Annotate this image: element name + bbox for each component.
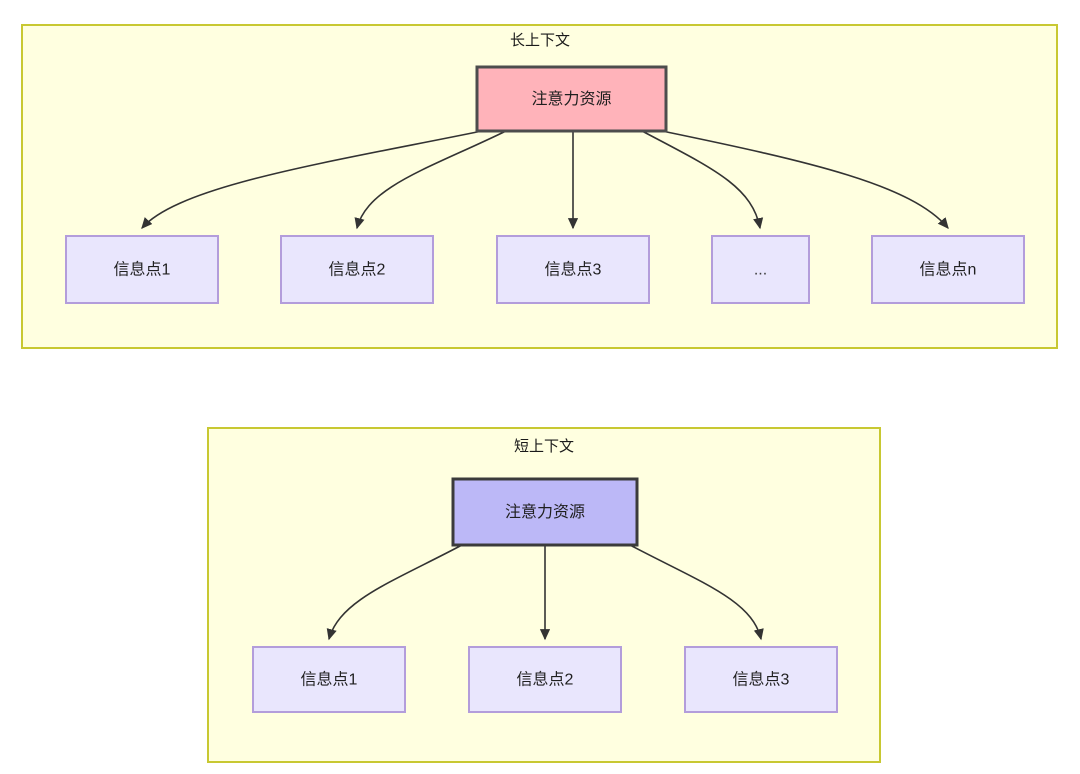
- edge-short-root-to-leaf-3: [629, 544, 764, 641]
- edge-long-root-to-leaf-2: [354, 130, 507, 230]
- node-long-leaf-n-box[interactable]: [871, 235, 1025, 304]
- edges-short-context: [326, 544, 764, 641]
- edge-long-root-to-leaf-n: [661, 130, 949, 229]
- node-short-leaf-3[interactable]: 信息点3: [684, 646, 838, 713]
- edge-long-root-to-leaf-1: [141, 130, 483, 229]
- node-long-leaf-1-box[interactable]: [65, 235, 219, 304]
- node-long-leaf-2-box[interactable]: [280, 235, 434, 304]
- group-title-long-context: 长上下文: [510, 32, 570, 49]
- node-short-leaf-2[interactable]: 信息点2: [468, 646, 622, 713]
- node-long-root-box[interactable]: [475, 65, 668, 133]
- node-long-leaf-2-label: 信息点2: [329, 261, 386, 279]
- node-long-leaf-n[interactable]: 信息点n: [871, 235, 1025, 304]
- node-long-leaf-ellipsis[interactable]: ...: [711, 235, 810, 304]
- node-short-root-box[interactable]: [451, 477, 639, 547]
- edge-short-root-to-leaf-1: [326, 544, 463, 641]
- node-short-leaf-2-label: 信息点2: [517, 671, 574, 689]
- node-short-leaf-3-label: 信息点3: [733, 671, 790, 689]
- node-short-root-label: 注意力资源: [505, 502, 585, 521]
- group-title-short-context: 短上下文: [514, 438, 574, 455]
- edge-long-root-to-leaf-ellipsis: [641, 130, 764, 230]
- node-long-root[interactable]: 注意力资源: [475, 65, 668, 133]
- node-short-leaf-1[interactable]: 信息点1: [252, 646, 406, 713]
- node-long-root-label: 注意力资源: [531, 89, 611, 108]
- node-short-leaf-1-label: 信息点1: [301, 671, 358, 689]
- node-long-leaf-3-label: 信息点3: [545, 261, 602, 279]
- node-short-root[interactable]: 注意力资源: [451, 477, 639, 547]
- node-short-leaf-2-box[interactable]: [468, 646, 622, 713]
- group-short-context: 短上下文 注意力资源 信息点1 信息点2: [207, 427, 881, 763]
- edges-long-context: [141, 130, 949, 230]
- node-long-leaf-3[interactable]: 信息点3: [496, 235, 650, 304]
- node-short-leaf-1-box[interactable]: [252, 646, 406, 713]
- node-long-leaf-1[interactable]: 信息点1: [65, 235, 219, 304]
- node-long-leaf-ellipsis-label: ...: [754, 262, 767, 279]
- node-long-leaf-3-box[interactable]: [496, 235, 650, 304]
- node-short-leaf-3-box[interactable]: [684, 646, 838, 713]
- node-long-leaf-1-label: 信息点1: [114, 261, 171, 279]
- node-long-leaf-ellipsis-box[interactable]: [711, 235, 810, 304]
- group-long-context: 长上下文 注意力资源 信息点1 信息点2: [21, 24, 1058, 349]
- node-long-leaf-n-label: 信息点n: [920, 261, 977, 279]
- node-long-leaf-2[interactable]: 信息点2: [280, 235, 434, 304]
